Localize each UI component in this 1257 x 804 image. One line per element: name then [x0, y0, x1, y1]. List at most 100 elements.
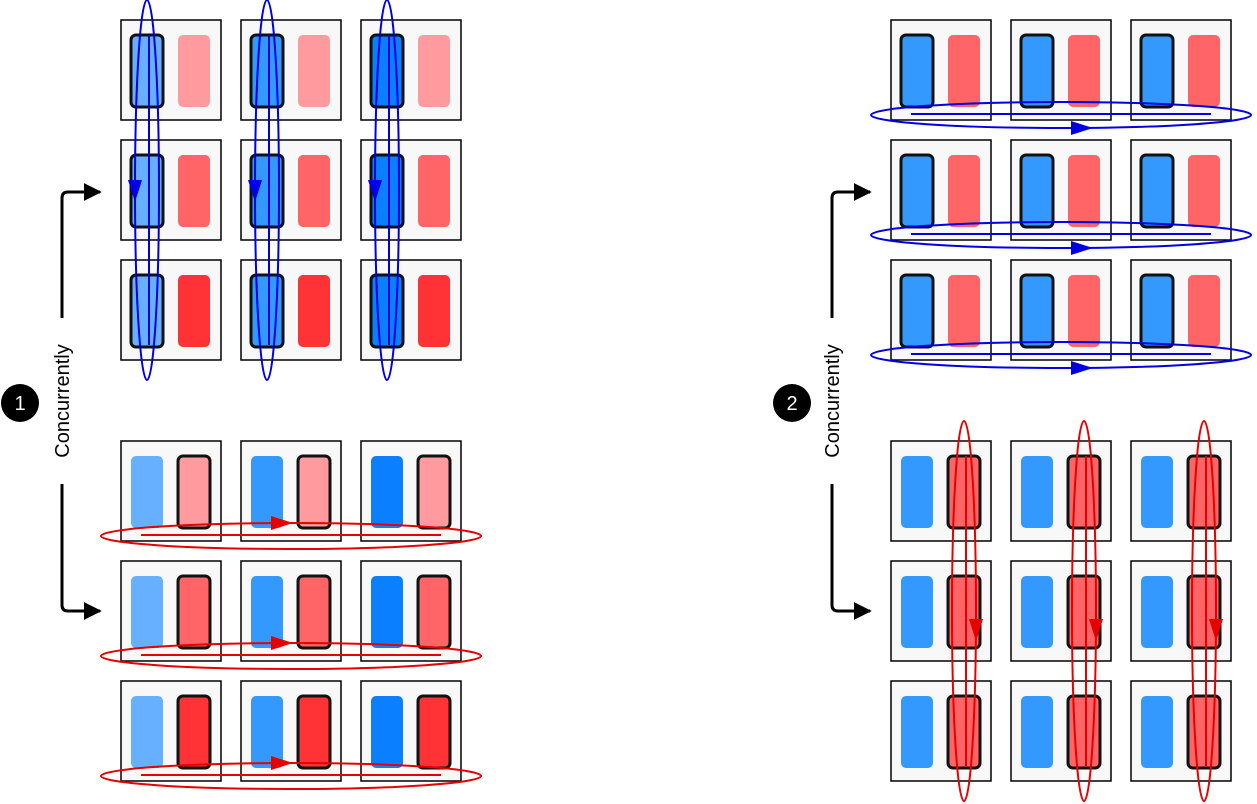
step-badge-2: 2: [773, 384, 811, 422]
red-block: [948, 155, 980, 227]
red-block: [418, 35, 450, 107]
red-block: [1068, 275, 1100, 347]
blue-block: [131, 456, 163, 528]
loop-path: [870, 341, 1252, 375]
blue-block: [1019, 33, 1055, 109]
loop-path: [100, 516, 482, 550]
red-block: [1188, 155, 1220, 227]
blue-block: [131, 696, 163, 768]
bracket-lower-arrow: [60, 484, 102, 620]
blue-block: [371, 576, 403, 648]
blue-block: [371, 456, 403, 528]
blue-block: [131, 576, 163, 648]
grid-cell: [1010, 680, 1112, 782]
red-block: [1188, 35, 1220, 107]
grid-cell: [1010, 560, 1112, 662]
blue-block: [1021, 576, 1053, 648]
red-block: [296, 454, 332, 530]
loop-ellipse: [1191, 420, 1217, 802]
loop-arrowhead: [1089, 619, 1103, 641]
blue-block: [249, 153, 285, 229]
badge-circle: [1, 384, 39, 422]
concurrently-label: Concurrently: [822, 344, 844, 457]
grid-cell: [890, 139, 992, 241]
loop-path: [368, 0, 400, 381]
blue-block: [1139, 273, 1175, 349]
red-block: [298, 35, 330, 107]
blue-block: [251, 696, 283, 768]
red-block: [946, 574, 982, 650]
loop-arrowhead: [969, 619, 983, 641]
bracket-upper-arrow: [60, 183, 102, 318]
grid-cell: [240, 440, 342, 542]
step-1-bottom-grid: [100, 440, 482, 790]
red-block: [178, 35, 210, 107]
grid-cell: [240, 680, 342, 782]
grid-cell: [1130, 19, 1232, 121]
loop-arrowhead: [248, 180, 262, 202]
grid-cell: [1130, 680, 1232, 782]
grid-cell: [890, 560, 992, 662]
blue-block: [1141, 696, 1173, 768]
loop-ellipse: [1071, 420, 1097, 802]
red-block: [298, 155, 330, 227]
loop-path: [870, 101, 1252, 135]
red-block: [948, 35, 980, 107]
red-block: [948, 275, 980, 347]
red-block: [418, 275, 450, 347]
loop-path: [100, 636, 482, 670]
loop-path: [1071, 420, 1103, 802]
loop-arrowhead: [271, 756, 293, 770]
red-block: [298, 275, 330, 347]
step-1-top-grid: [120, 0, 462, 381]
step-badge-1: 1: [1, 384, 39, 422]
blue-block: [1021, 456, 1053, 528]
red-block: [416, 454, 452, 530]
red-block: [296, 694, 332, 770]
step-2: Concurrently 2: [773, 19, 1252, 802]
loop-ellipse: [870, 101, 1252, 129]
red-block: [176, 454, 212, 530]
loop-arrowhead: [271, 516, 293, 530]
loop-ellipse: [870, 341, 1252, 369]
step-1: Concurrently 1: [1, 0, 482, 790]
blue-block: [1139, 153, 1175, 229]
step-2-top-grid: [870, 19, 1252, 375]
loop-arrowhead: [271, 636, 293, 650]
loop-arrowhead: [128, 180, 142, 202]
blue-block: [129, 153, 165, 229]
grid-cell: [240, 259, 342, 361]
loop-arrowhead: [1071, 241, 1093, 255]
loop-path: [128, 0, 160, 381]
blue-block: [1139, 33, 1175, 109]
grid-cell: [890, 680, 992, 782]
blue-block: [251, 576, 283, 648]
blue-block: [1141, 576, 1173, 648]
blue-block: [901, 456, 933, 528]
blue-block: [251, 456, 283, 528]
red-block: [178, 155, 210, 227]
red-block: [1066, 574, 1102, 650]
loop-ellipse: [951, 420, 977, 802]
step-2-bottom-grid: [890, 420, 1232, 802]
red-block: [416, 574, 452, 650]
loop-arrowhead: [1071, 361, 1093, 375]
red-block: [176, 574, 212, 650]
blue-block: [901, 576, 933, 648]
red-block: [1068, 35, 1100, 107]
loop-arrowhead: [1209, 619, 1223, 641]
step-1-bracket: Concurrently: [52, 183, 102, 620]
red-block: [296, 574, 332, 650]
loop-ellipse: [870, 221, 1252, 249]
blue-block: [899, 33, 935, 109]
grid-cell: [1130, 440, 1232, 542]
grid-cell: [1130, 560, 1232, 662]
loop-arrowhead: [368, 180, 382, 202]
loop-arrowhead: [1071, 121, 1093, 135]
red-block: [1186, 574, 1222, 650]
red-block: [176, 694, 212, 770]
grid-cell: [1010, 139, 1112, 241]
loop-path: [1191, 420, 1223, 802]
blue-block: [1021, 696, 1053, 768]
